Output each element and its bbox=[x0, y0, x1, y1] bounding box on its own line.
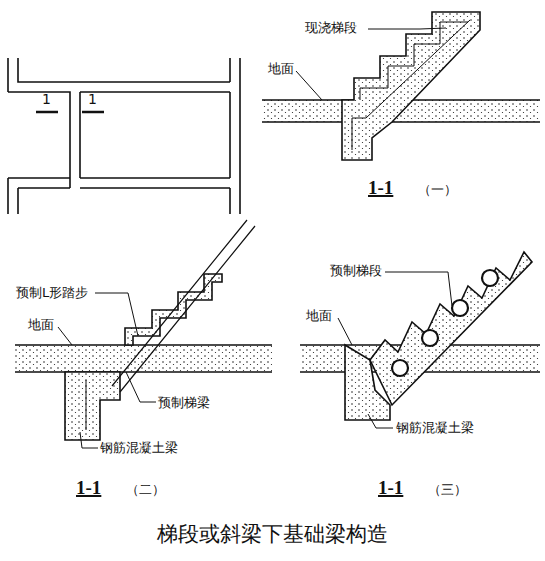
part-name: 现浇梯段 bbox=[305, 21, 357, 35]
part-name: 地面 bbox=[28, 318, 54, 332]
section-two bbox=[15, 220, 272, 440]
part-name: 预制梯梁 bbox=[158, 396, 210, 410]
section-title: 1-1 bbox=[368, 178, 393, 199]
part-name: 地面 bbox=[268, 62, 294, 76]
part-name: 钢筋混凝土梁 bbox=[100, 441, 178, 455]
section-one bbox=[262, 12, 540, 160]
section-mark: 1 bbox=[88, 92, 97, 107]
section-mark: 1 bbox=[42, 92, 51, 107]
part-name: 预制L形踏步 bbox=[16, 286, 88, 300]
leader-lines bbox=[58, 28, 452, 448]
section-number: （一） bbox=[418, 183, 457, 197]
part-name: 钢筋混凝土梁 bbox=[396, 421, 474, 435]
part-name: 预制梯段 bbox=[330, 264, 382, 278]
part-name: 地面 bbox=[306, 309, 332, 323]
section-title: 1-1 bbox=[76, 478, 101, 499]
section-number: （二） bbox=[126, 483, 165, 497]
plan-view bbox=[8, 58, 240, 214]
section-title: 1-1 bbox=[378, 478, 403, 499]
section-number: （三） bbox=[428, 483, 467, 497]
figure-caption: 梯段或斜梁下基础梁构造 bbox=[0, 520, 545, 548]
section-three bbox=[300, 252, 540, 420]
